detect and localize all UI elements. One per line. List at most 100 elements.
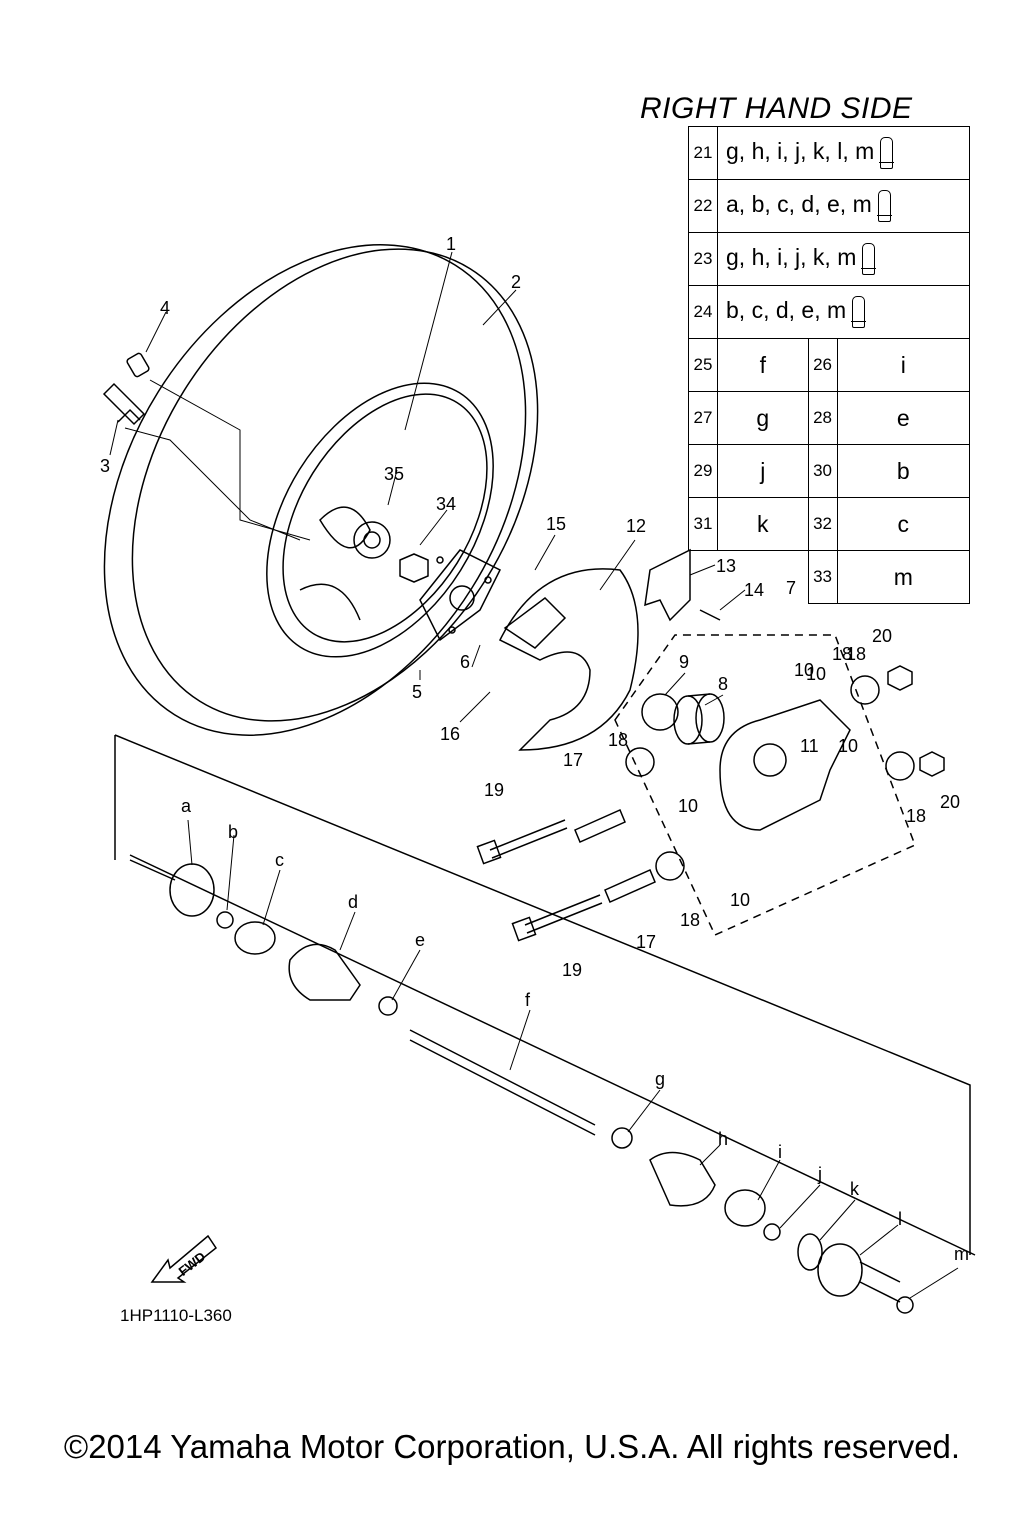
spacer — [604, 869, 656, 903]
callout-14: 14 — [744, 580, 764, 600]
brake-guard — [498, 568, 639, 751]
pair-row: 33 m — [689, 550, 971, 604]
circlip — [216, 911, 234, 929]
kit-row: 23 g, h, i, j, k, m — [688, 232, 970, 286]
callout-17: 17 — [563, 750, 583, 770]
wheel-hub — [419, 549, 502, 642]
clamp — [724, 1189, 766, 1227]
knuckle-box — [614, 634, 916, 936]
tire — [103, 244, 539, 736]
callout-9: 9 — [679, 652, 689, 672]
kit-row: 22 a, b, c, d, e, m — [688, 179, 970, 233]
kit-number: 23 — [688, 232, 718, 286]
drive-shaft — [409, 1029, 596, 1136]
kit-number: 31 — [688, 497, 718, 551]
circlip — [641, 693, 679, 731]
kit-part: f — [717, 338, 809, 392]
callout-5: 5 — [412, 682, 422, 702]
fwd-arrow-icon: FWD — [150, 1234, 218, 1283]
nut — [919, 751, 945, 777]
callout-k: k — [850, 1179, 860, 1199]
kit-part: g — [717, 391, 809, 445]
kit-parts: b, c, d, e, m — [717, 285, 970, 339]
kit-table: 21 g, h, i, j, k, l, m 22 a, b, c, d, e,… — [688, 126, 971, 604]
pair-row: 25 f 26 i — [688, 338, 971, 392]
callout-13: 13 — [716, 556, 736, 576]
bolt — [511, 894, 603, 942]
callout-10: 10 — [806, 664, 826, 684]
bushing — [885, 751, 915, 781]
bushing — [655, 851, 685, 881]
callout-i: i — [778, 1142, 782, 1162]
copyright: ©2014 Yamaha Motor Corporation, U.S.A. A… — [63, 1428, 961, 1465]
kit-row: 24 b, c, d, e, m — [688, 285, 970, 339]
callout-15: 15 — [546, 514, 566, 534]
kit-part: c — [836, 497, 971, 551]
callout-10: 10 — [678, 796, 698, 816]
boot — [288, 943, 361, 1001]
callout-1: 1 — [446, 234, 456, 254]
callout-10: 10 — [794, 660, 814, 680]
valve-stem — [102, 382, 146, 426]
callout-h: h — [718, 1129, 728, 1149]
kit-number: 28 — [807, 391, 838, 445]
kit-number: 29 — [688, 444, 718, 498]
kit-number: 32 — [807, 497, 838, 551]
callout-8: 8 — [718, 674, 728, 694]
axle-frame — [129, 854, 976, 1256]
callout-e: e — [415, 930, 425, 950]
callout-m: m — [954, 1244, 969, 1264]
nut — [887, 665, 913, 691]
valve-cap — [126, 352, 150, 378]
callout-17: 17 — [636, 932, 656, 952]
callout-18: 18 — [680, 910, 700, 930]
callout-11: 11 — [800, 736, 819, 756]
grease-tube-icon — [876, 190, 892, 222]
callout-b: b — [228, 822, 238, 842]
diagram-code: 1HP1110-L360 — [120, 1306, 232, 1325]
callout-7: 7 — [786, 578, 796, 598]
bearing — [673, 693, 725, 745]
axle-frame — [114, 734, 971, 1255]
callout-j: j — [817, 1164, 822, 1184]
kit-number: 24 — [688, 285, 718, 339]
callout-3: 3 — [100, 456, 110, 476]
kit-number: 33 — [807, 550, 838, 604]
callout-6: 6 — [460, 652, 470, 672]
kit-part: j — [717, 444, 809, 498]
grease-tube-icon — [851, 296, 867, 328]
callout-20: 20 — [872, 626, 892, 646]
callout-d: d — [348, 892, 358, 912]
side-title: RIGHT HAND SIDE — [640, 92, 913, 125]
callout-18: 18 — [906, 806, 926, 826]
callout-34: 34 — [436, 494, 456, 514]
cv-joint-inner — [817, 1243, 901, 1303]
callout-c: c — [275, 850, 284, 870]
callout-a: a — [181, 796, 192, 816]
callout-19: 19 — [562, 960, 582, 980]
circlip — [896, 1296, 914, 1314]
grease-tube-icon — [861, 243, 877, 275]
callout-4: 4 — [160, 298, 170, 318]
bolt — [476, 819, 568, 865]
spacer — [574, 809, 626, 843]
callout-labels: 1 2 3 4 5 6 7 8 9 10 10 10 10 10 11 12 1… — [100, 234, 969, 1264]
knuckle — [719, 699, 851, 831]
kit-part: b — [836, 444, 971, 498]
kit-number: 25 — [688, 338, 718, 392]
bushing — [850, 675, 880, 705]
callout-10: 10 — [730, 890, 750, 910]
callout-12: 12 — [626, 516, 646, 536]
callout-35: 35 — [384, 464, 404, 484]
boot — [649, 1151, 716, 1207]
kit-number: 30 — [807, 444, 838, 498]
bushing — [625, 747, 655, 777]
kit-parts: a, b, c, d, e, m — [717, 179, 970, 233]
callout-18: 18 — [608, 730, 628, 750]
pair-row: 27 g 28 e — [688, 391, 971, 445]
hub-nut — [353, 521, 429, 583]
clamp — [611, 1127, 633, 1149]
grease-tube-icon — [879, 137, 895, 169]
callout-20: 20 — [940, 792, 960, 812]
callout-18: 18 — [846, 644, 866, 664]
